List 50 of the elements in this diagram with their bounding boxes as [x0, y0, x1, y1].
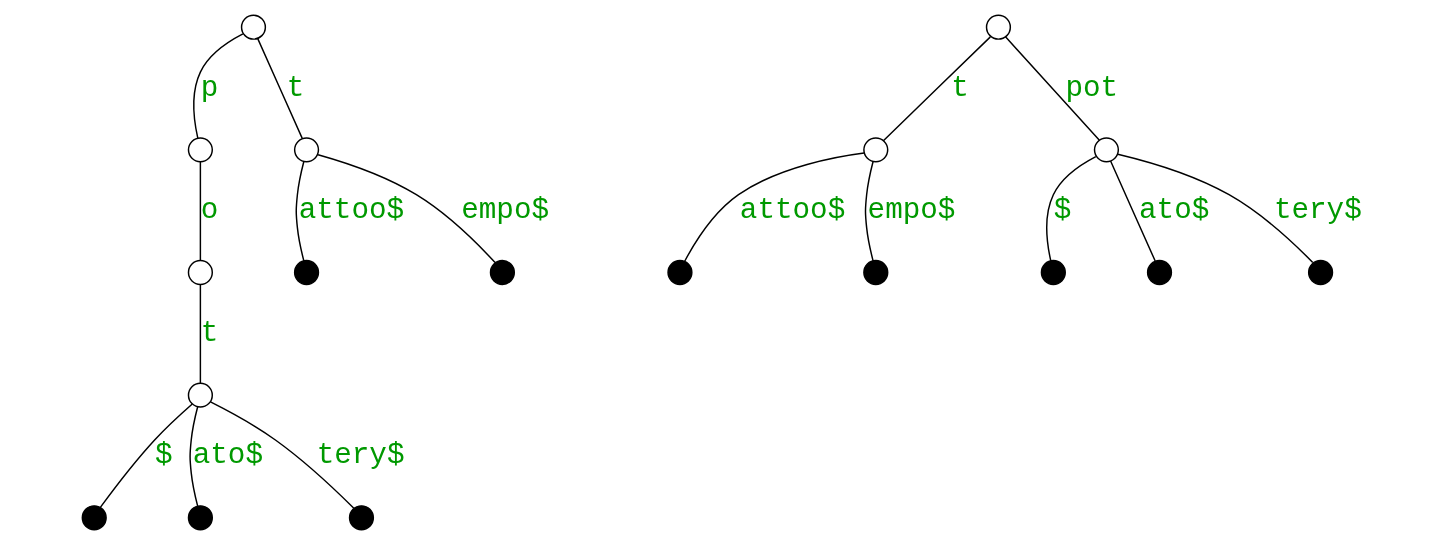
- connector: [1116, 153, 1313, 264]
- connector: [1004, 36, 1100, 141]
- edge-label: ato$: [192, 439, 263, 473]
- edge-label: t: [286, 71, 304, 105]
- connector: [192, 33, 244, 139]
- connector: [1045, 155, 1097, 262]
- node-circle: [862, 137, 888, 163]
- node-circle: [1093, 137, 1119, 163]
- edge-label: empo$: [460, 194, 549, 228]
- edge-label: p: [200, 71, 218, 105]
- edge-label: tery$: [1273, 194, 1362, 228]
- connector: [316, 154, 496, 264]
- edge-label: t: [950, 71, 969, 105]
- node-dot: [489, 259, 515, 286]
- connector: [199, 161, 201, 262]
- connector: [188, 406, 198, 507]
- connector: [99, 403, 193, 508]
- edge-label: attoo$: [739, 194, 845, 228]
- node-dot: [862, 259, 888, 286]
- edge-label: o: [200, 194, 218, 228]
- edge-label: pot: [1064, 71, 1118, 105]
- node-dot: [293, 259, 319, 286]
- node-dot: [348, 505, 374, 531]
- edge-label: t: [200, 316, 218, 350]
- node-dot: [81, 505, 107, 531]
- edge-label: $: [1053, 194, 1071, 228]
- node-circle: [187, 382, 213, 408]
- node-dot: [1146, 259, 1172, 286]
- node-dot: [1040, 259, 1066, 286]
- node-dot: [187, 505, 213, 531]
- edge-label: attoo$: [298, 194, 404, 228]
- node-circle: [187, 259, 213, 286]
- connector: [295, 160, 305, 262]
- edge-label: tery$: [316, 439, 404, 473]
- node-circle: [187, 137, 213, 163]
- node-circle: [240, 14, 266, 40]
- edge-label: $: [154, 439, 173, 473]
- connector: [683, 152, 865, 262]
- connector: [882, 36, 991, 142]
- connector: [209, 401, 355, 509]
- edge-label: empo$: [867, 194, 955, 228]
- connector: [864, 160, 874, 262]
- node-dot: [1307, 259, 1333, 286]
- connector: [256, 37, 303, 140]
- node-circle: [293, 137, 319, 163]
- edge-label: ato$: [1138, 194, 1209, 228]
- connector: [1109, 160, 1156, 262]
- node-dot: [666, 259, 693, 286]
- node-circle: [985, 14, 1011, 40]
- connector: [199, 283, 201, 384]
